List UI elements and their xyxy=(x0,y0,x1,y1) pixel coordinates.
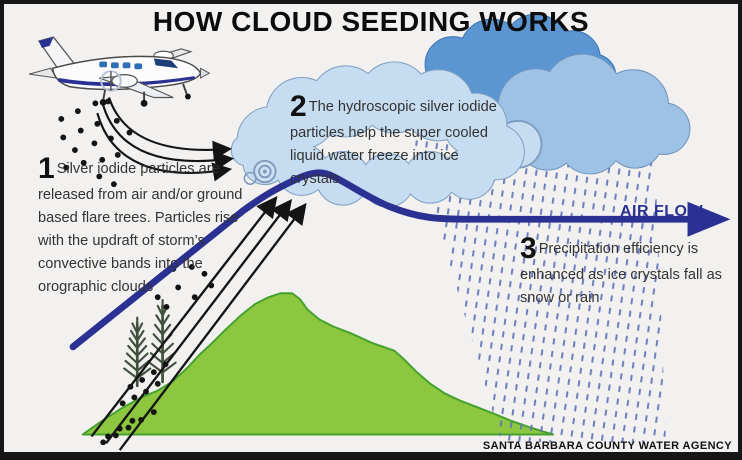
navy-arrow-icon xyxy=(69,169,731,351)
curved-arrows-icon xyxy=(96,97,235,182)
step-1-number: 1 xyxy=(38,152,55,185)
black-dots-icon xyxy=(58,98,215,446)
diagonal-arrows-icon xyxy=(90,196,307,451)
pine-tree-icon xyxy=(123,298,177,388)
credit-label: SANTA BARBARA COUNTY WATER AGENCY xyxy=(482,440,732,452)
green-mountain-icon xyxy=(81,292,555,436)
step-3-number: 3 xyxy=(520,232,537,265)
air-flow-label: AIR FLOW xyxy=(620,203,704,220)
spiral-icon xyxy=(243,159,277,185)
diagram-canvas xyxy=(29,13,731,451)
twin-engine-airplane-icon xyxy=(29,36,211,107)
step-2-number: 2 xyxy=(290,90,307,123)
page-title: HOW CLOUD SEEDING WORKS xyxy=(152,6,590,37)
